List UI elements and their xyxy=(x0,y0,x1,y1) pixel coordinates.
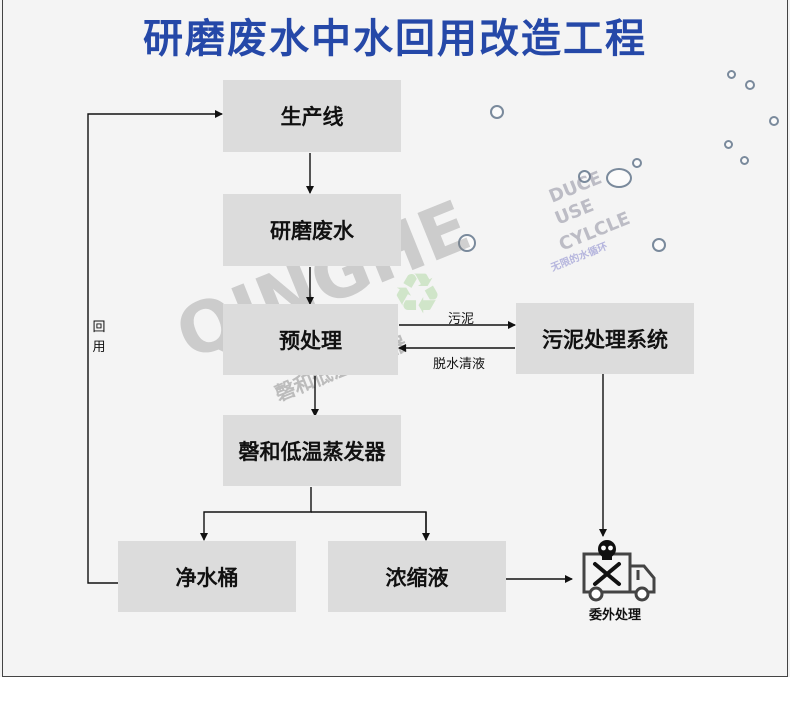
node-grinding-wastewater: 研磨废水 xyxy=(223,194,401,266)
bubble-icon xyxy=(740,156,749,165)
node-concentrate: 浓缩液 xyxy=(328,541,506,612)
bubble-icon xyxy=(490,105,504,119)
node-pretreatment: 预处理 xyxy=(223,304,398,375)
bubble-icon xyxy=(578,170,591,183)
bubble-icon xyxy=(458,234,476,252)
bubble-icon xyxy=(769,116,779,126)
bubble-icon xyxy=(632,158,642,168)
bubble-icon xyxy=(745,80,755,90)
edge-label-dewater-clear: 脱水清液 xyxy=(433,357,486,372)
split-line-right xyxy=(311,511,427,540)
reuse-loop xyxy=(87,110,223,584)
bubble-icon xyxy=(724,140,733,149)
split-line xyxy=(200,487,312,541)
edge-label-reuse: 回用 xyxy=(92,320,106,355)
node-outsourced: 委外处理 xyxy=(589,608,642,623)
hazard-truck-icon xyxy=(582,540,656,602)
node-evaporator: 磬和低温蒸发器 xyxy=(223,415,401,486)
node-clean-water-tank: 净水桶 xyxy=(118,541,296,612)
node-sludge-system: 污泥处理系统 xyxy=(516,303,694,374)
bubble-icon xyxy=(606,168,632,188)
page-title: 研磨废水中水回用改造工程 xyxy=(143,16,647,62)
edge-label-sludge: 污泥 xyxy=(448,312,475,327)
node-production-line: 生产线 xyxy=(223,80,401,152)
recycle-icon: ♻ xyxy=(392,262,443,327)
footer-strip xyxy=(0,677,790,718)
bubble-icon xyxy=(652,238,666,252)
bubble-icon xyxy=(727,70,736,79)
